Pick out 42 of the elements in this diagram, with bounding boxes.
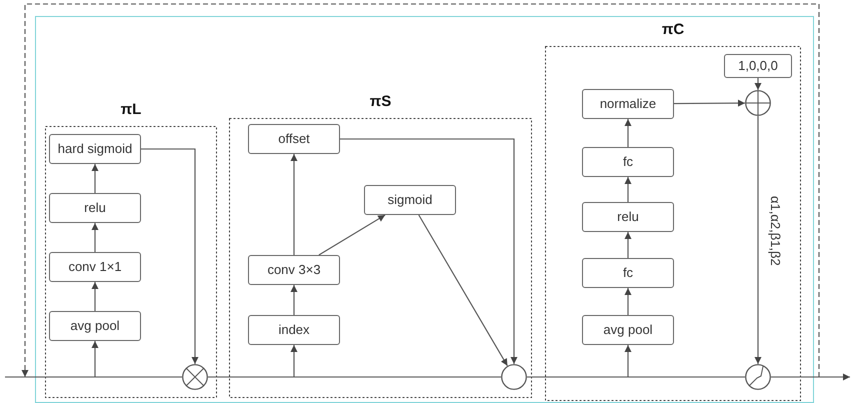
process-box: conv 1×1	[49, 252, 141, 282]
module-title: πC	[660, 20, 686, 40]
process-box: relu	[582, 202, 674, 232]
scale-symbol	[745, 364, 771, 390]
arrow	[318, 214, 386, 256]
arrow	[340, 138, 518, 364]
junction-circle	[501, 364, 527, 390]
connector-line	[5, 376, 182, 378]
arrow	[624, 232, 632, 258]
arrow	[624, 288, 632, 315]
process-box: index	[248, 315, 340, 345]
arrow	[208, 345, 298, 378]
arrow	[754, 116, 762, 364]
module-title: πS	[368, 92, 392, 112]
arrow	[92, 341, 98, 377]
arrow	[624, 119, 632, 147]
arrow	[418, 214, 508, 366]
process-box: conv 3×3	[248, 255, 340, 285]
arrow	[141, 148, 198, 364]
process-box: normalize	[582, 89, 674, 119]
edge-label: α1,α2,β1,β2	[768, 195, 783, 267]
process-box: offset	[248, 124, 340, 154]
process-box: avg pool	[49, 311, 141, 341]
process-box: avg pool	[582, 315, 674, 345]
arrow	[624, 177, 632, 202]
process-box: 1,0,0,0	[724, 54, 792, 78]
arrow	[92, 282, 98, 311]
arrow	[754, 78, 762, 90]
arrow	[290, 154, 298, 255]
process-box: relu	[49, 193, 141, 223]
process-box: fc	[582, 147, 674, 177]
arrow	[527, 345, 632, 378]
arrow	[92, 223, 98, 252]
process-box: sigmoid	[364, 185, 456, 215]
multiply-symbol	[182, 364, 208, 390]
process-box: fc	[582, 258, 674, 288]
arrow	[290, 285, 298, 315]
arrow	[92, 164, 98, 193]
module-title: πL	[120, 100, 142, 120]
arrow	[674, 100, 745, 107]
process-box: hard sigmoid	[49, 134, 141, 164]
sum-symbol	[745, 90, 771, 116]
